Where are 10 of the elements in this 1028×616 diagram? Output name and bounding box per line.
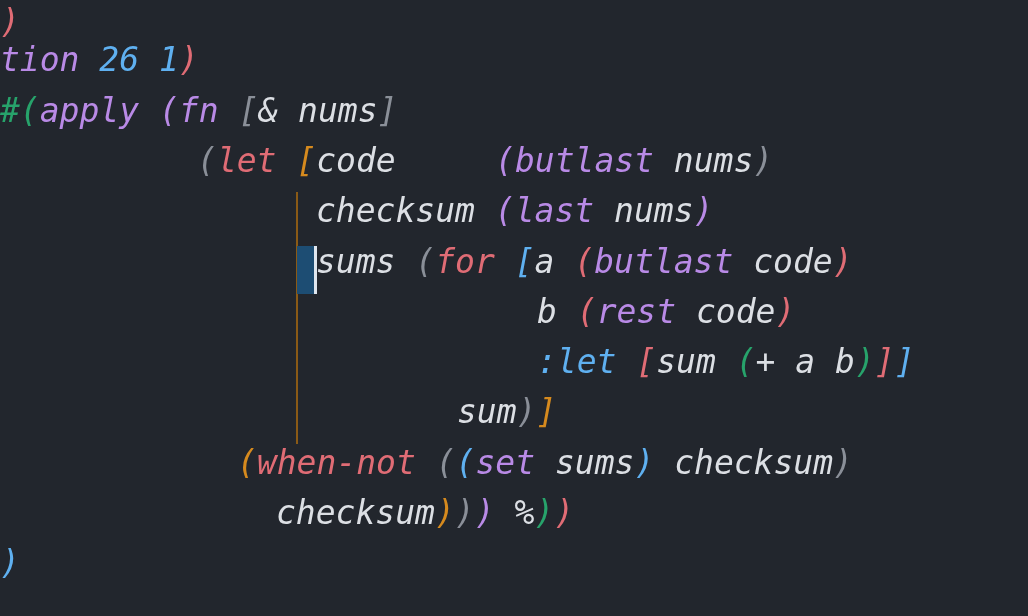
code-line: sums (for [a (butlast code) xyxy=(316,240,853,283)
code-line: ) xyxy=(0,542,20,585)
code-line: :let [sum (+ a b)]] xyxy=(537,341,915,384)
code-line: (when-not ((set sums) checksum) xyxy=(237,441,853,484)
code-line: #(apply (fn [& nums] xyxy=(0,89,398,132)
code-line: checksum))) %)) xyxy=(276,492,575,534)
code-line: sum)] xyxy=(457,391,557,434)
code-line: b (rest code) xyxy=(537,290,796,333)
code-line: (let [code (butlast nums) xyxy=(197,139,774,182)
code-line: checksum (last nums) xyxy=(316,190,714,233)
